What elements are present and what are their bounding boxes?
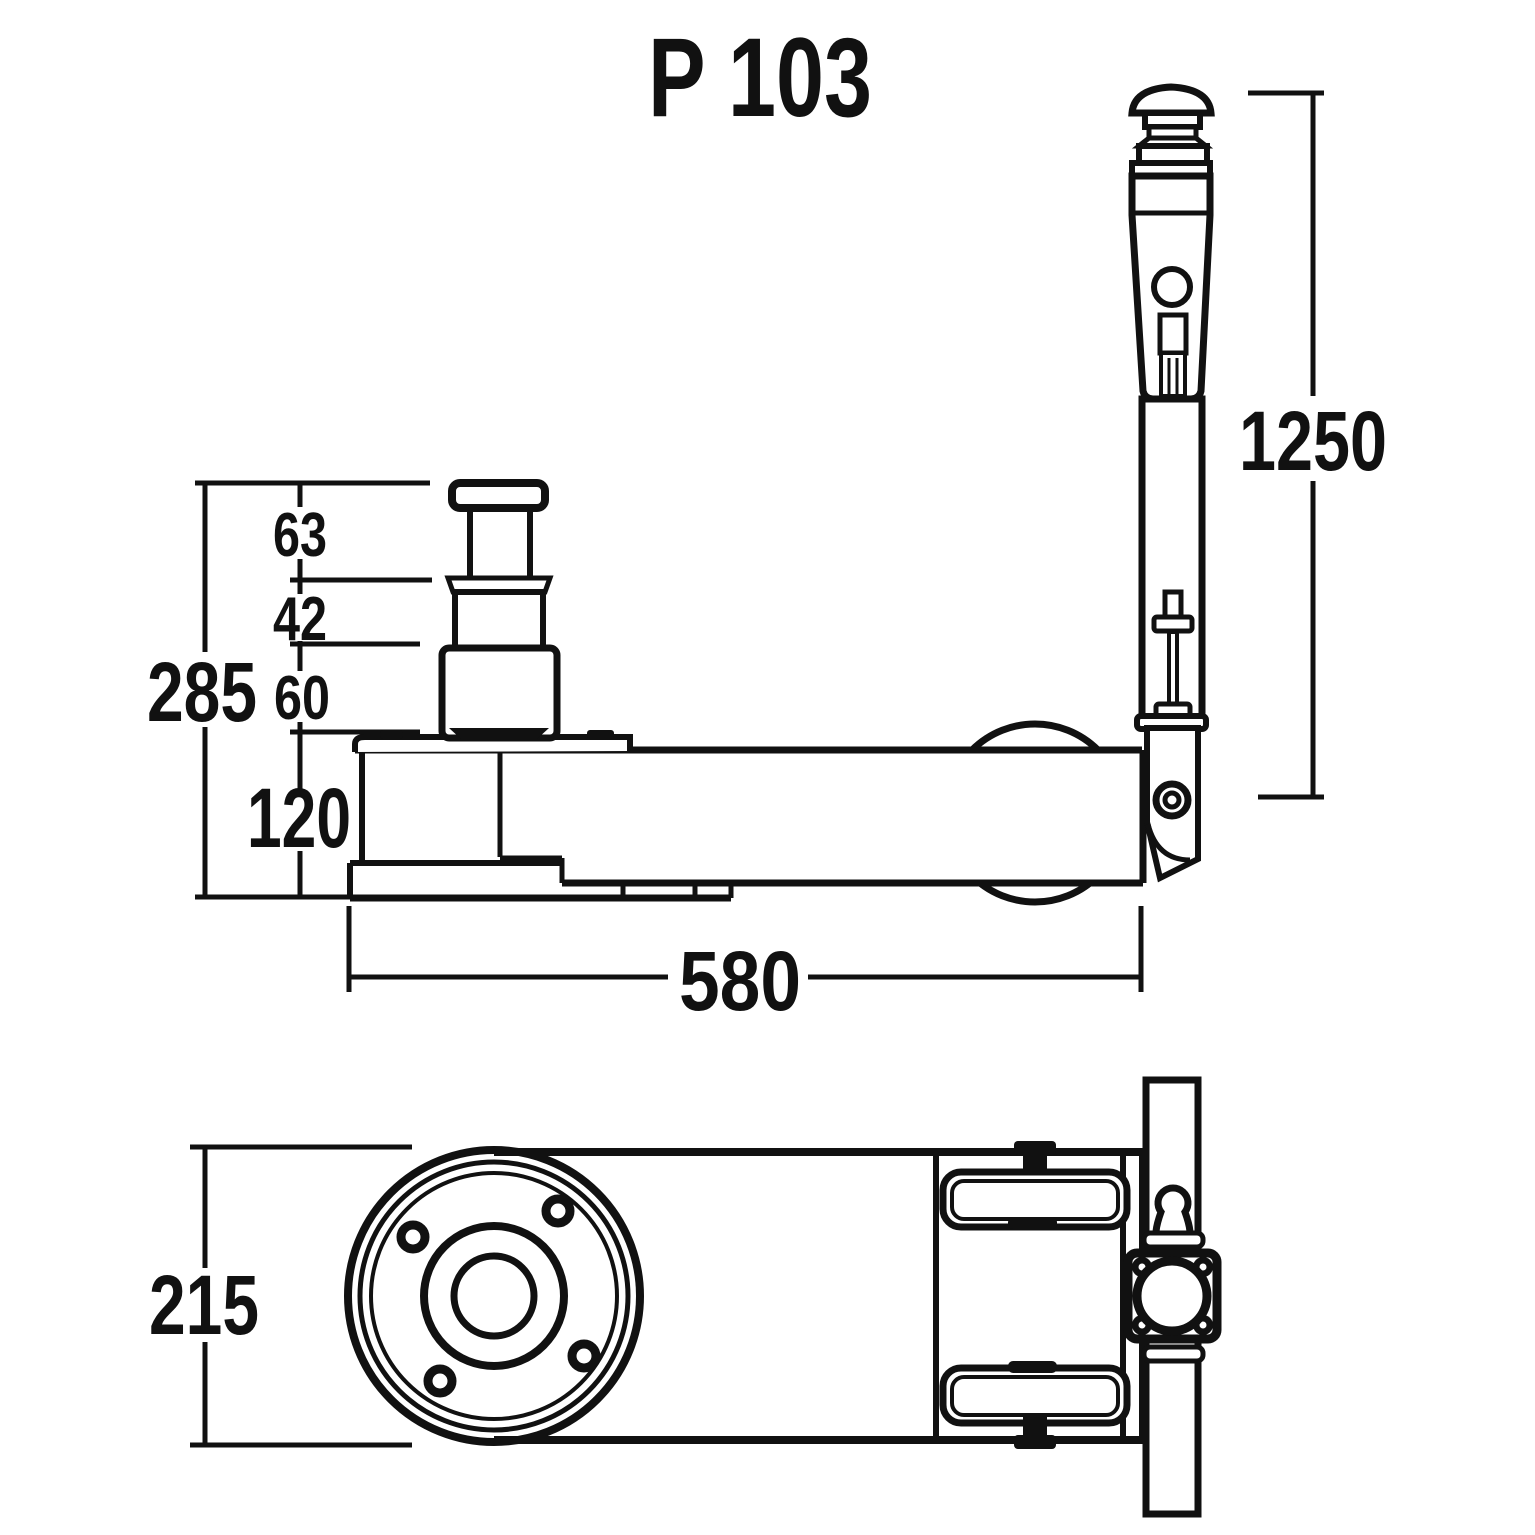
base-feet (620, 883, 734, 898)
pump-rod-shaft (1167, 630, 1179, 708)
dim-label-1250: 1250 (1239, 394, 1387, 488)
top-plate (352, 734, 633, 752)
flange-ring-outer (344, 1146, 644, 1446)
bottom-view-dimension-lines (190, 1144, 412, 1448)
pump-rod-tip (1162, 589, 1184, 621)
flange-center-hole (450, 1252, 538, 1340)
pivot-bore (1132, 1256, 1212, 1336)
flange-hub (420, 1222, 568, 1370)
handle-assembly (1128, 83, 1215, 883)
bottom-view (190, 1076, 1222, 1518)
side-view-dimension-lines (195, 90, 1324, 992)
roller-top-axle-cap (1008, 1217, 1057, 1229)
handle-valve-slot (1157, 312, 1189, 356)
cylinder-base-flange (344, 1146, 644, 1446)
dim-label-63: 63 (273, 501, 327, 570)
roller-top-axle-stem (1023, 1155, 1047, 1173)
shaft-clamp-band (1141, 1344, 1206, 1364)
piston-rod-stage1 (467, 503, 533, 585)
handle-knob-dome (1128, 83, 1215, 117)
top-plate-bolt-right (587, 730, 614, 739)
chassis (347, 734, 1147, 902)
flange-bolt-hole-1 (541, 1194, 575, 1228)
flange-ring-inner (369, 1171, 619, 1421)
flange-bolt-hole-2 (396, 1220, 430, 1254)
flange-bolt-hole-3 (567, 1339, 601, 1373)
dim-label-42: 42 (273, 585, 327, 654)
chassis-mask (358, 753, 1141, 880)
piston-base-seal (449, 728, 549, 739)
handle-valve-hole (1151, 266, 1193, 308)
handle-pivot-plan (1123, 1076, 1222, 1518)
lever-clamp-band (1141, 1230, 1206, 1250)
base-plate (347, 860, 562, 898)
pump-rod-washer (1151, 614, 1195, 634)
roller-bottom-axle-stem (1023, 1417, 1047, 1435)
handle-clevis-lines (1167, 358, 1179, 396)
piston-stage2 (452, 589, 546, 653)
side-view (195, 83, 1324, 992)
labels: P 103 63 42 60 285 120 580 1250 215 (147, 15, 1387, 1352)
handle-clevis (1159, 351, 1187, 398)
dim-label-215: 215 (149, 1258, 259, 1352)
roller-bottom-inner (950, 1375, 1120, 1417)
top-plate-bolt-left (380, 730, 403, 739)
roller-bottom-axle-cap (1008, 1361, 1057, 1373)
dim-label-580: 580 (679, 934, 801, 1028)
rollers (939, 1141, 1131, 1449)
saddle (448, 479, 549, 512)
flange-bolt-hole-4 (423, 1364, 457, 1398)
bracket-pivot-bolt (1152, 780, 1192, 820)
drawing-title: P 103 (648, 15, 872, 140)
roller-top-axle-head (1014, 1141, 1056, 1155)
dim-label-285: 285 (147, 645, 257, 739)
dim-label-60: 60 (274, 664, 330, 733)
flange-ring-middle (357, 1159, 631, 1433)
pivot-corner-hole-2 (1199, 1263, 1207, 1271)
handle-bracket-chamfer (1145, 823, 1191, 863)
pivot-corner-hole-4 (1199, 1321, 1207, 1329)
roller-bottom-axle-head (1014, 1435, 1056, 1449)
piston-stage3 (438, 644, 561, 742)
telescopic-piston (438, 479, 561, 742)
bracket-pivot-bolt-center (1162, 790, 1182, 810)
dim-label-120: 120 (247, 771, 351, 865)
